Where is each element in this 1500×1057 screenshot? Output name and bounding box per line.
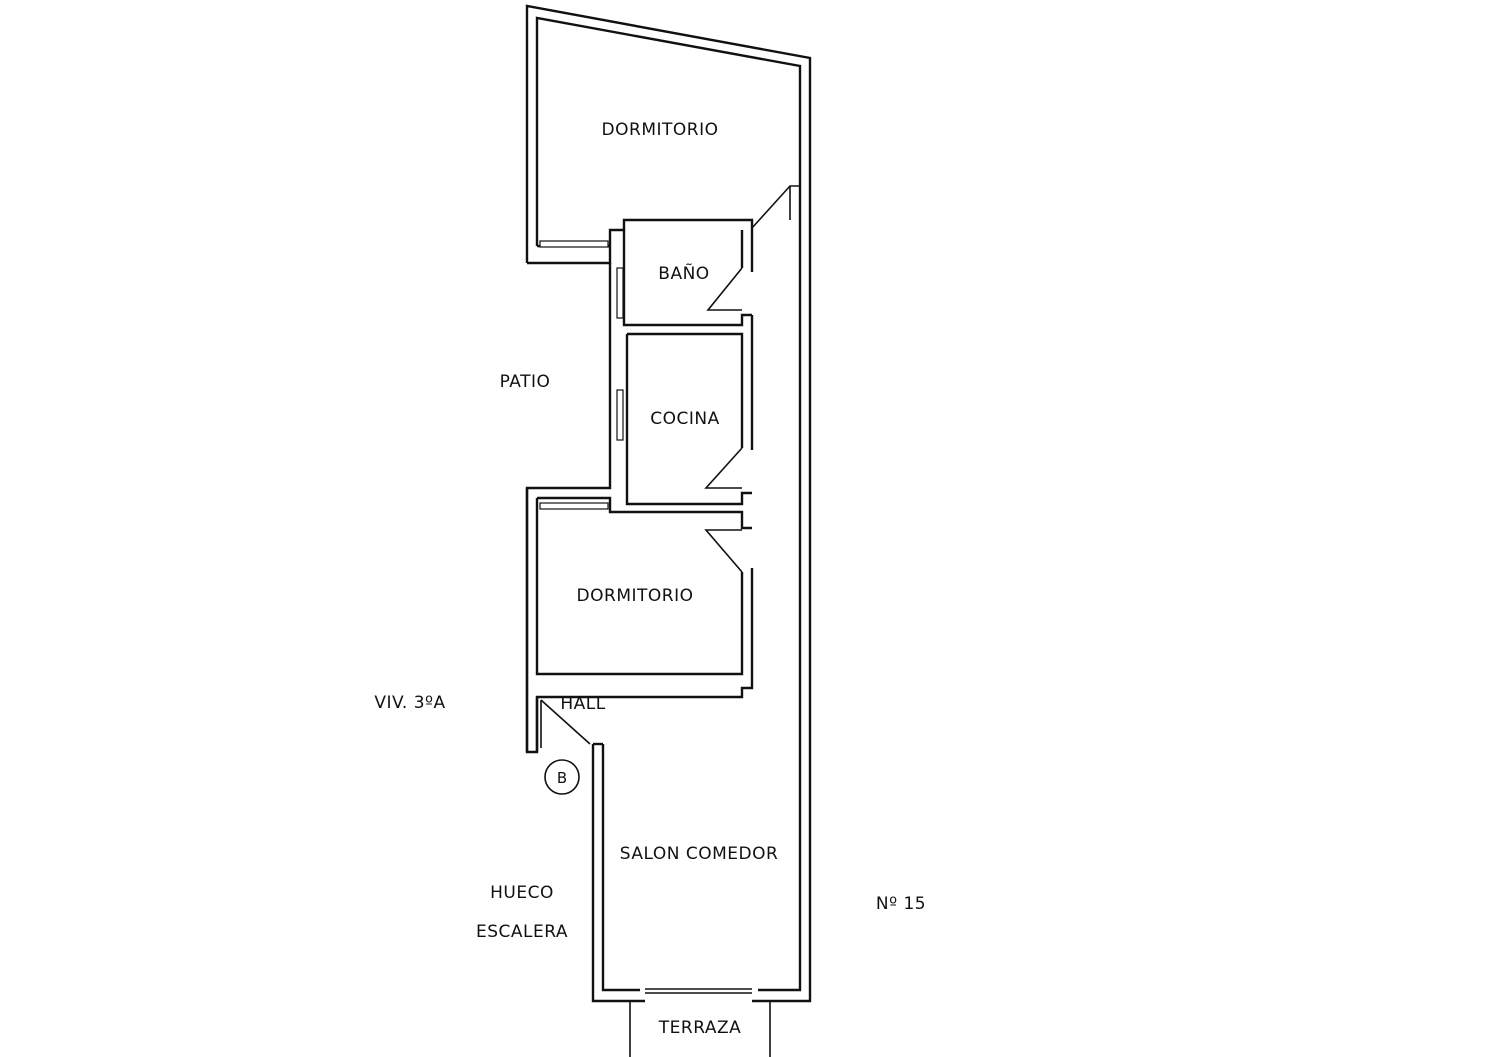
terrace-door-line bbox=[645, 988, 752, 994]
door-dormitorio-2 bbox=[704, 529, 743, 573]
label-dormitorio-1: DORMITORIO bbox=[602, 120, 719, 140]
label-escalera: ESCALERA bbox=[476, 922, 568, 942]
window-cocina bbox=[616, 389, 624, 441]
wall-dorm2-inner bbox=[535, 498, 744, 676]
marker-circle bbox=[544, 759, 580, 795]
label-cocina: COCINA bbox=[650, 409, 719, 429]
terraza-outline bbox=[629, 1001, 771, 1057]
door-cocina bbox=[704, 447, 743, 489]
window-bano bbox=[616, 267, 624, 319]
door-dormitorio-1 bbox=[751, 185, 800, 229]
wall-kitchen-left bbox=[625, 334, 752, 506]
outer-wall-exterior-left-lower bbox=[591, 744, 645, 1003]
wall-dorm2-top bbox=[537, 496, 752, 530]
outer-wall-exterior bbox=[525, 4, 812, 1003]
door-entrance bbox=[540, 699, 591, 748]
marker-label: B bbox=[557, 769, 567, 787]
label-terraza: TERRAZA bbox=[658, 1018, 741, 1038]
door-bano bbox=[706, 267, 743, 311]
wall-patio-vertical-inner bbox=[622, 230, 752, 327]
wall-dorm2-outer bbox=[525, 488, 754, 754]
label-viv: VIV. 3ºA bbox=[374, 693, 445, 713]
window-dorm1 bbox=[539, 240, 609, 248]
label-hall: HALL bbox=[560, 694, 605, 714]
label-numero: Nº 15 bbox=[876, 894, 926, 914]
label-bano: BAÑO bbox=[658, 262, 709, 284]
label-patio: PATIO bbox=[500, 372, 551, 392]
label-dormitorio-2: DORMITORIO bbox=[577, 586, 694, 606]
window-dorm2 bbox=[539, 502, 609, 510]
outer-wall-interior-left-lower bbox=[601, 744, 640, 992]
label-salon: SALON COMEDOR bbox=[620, 844, 779, 864]
wall-kitchen-top bbox=[627, 332, 744, 448]
label-hueco: HUECO bbox=[490, 883, 554, 903]
outer-wall-interior bbox=[535, 16, 802, 992]
